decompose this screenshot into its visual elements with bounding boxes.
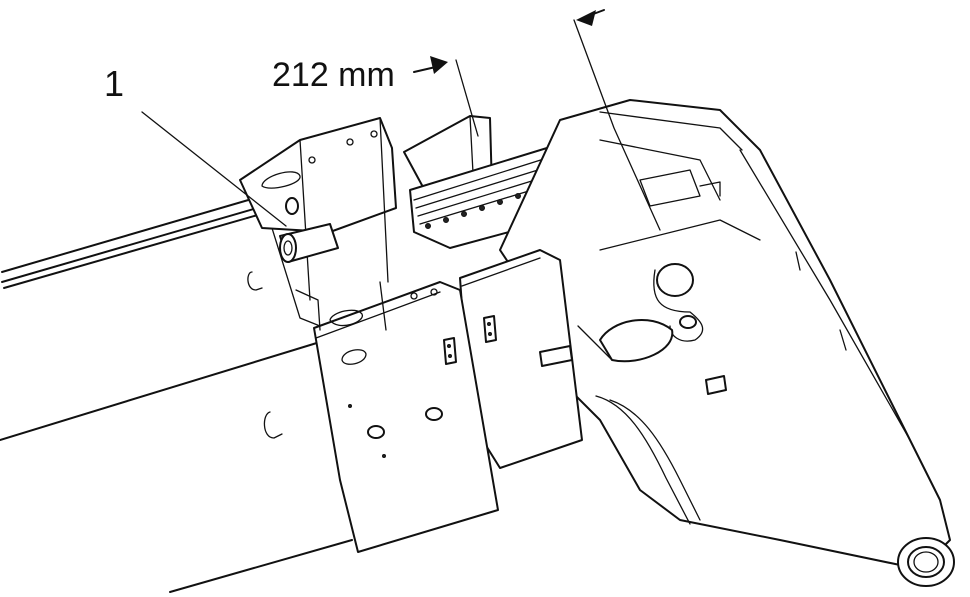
- boom-frame: [0, 195, 353, 593]
- dimension-arrow-right-icon: [576, 10, 596, 26]
- dimension-annotation: [413, 9, 661, 231]
- right-housing: [499, 99, 955, 587]
- part-callout-label: 1: [104, 63, 124, 104]
- dimension-arrow-left-icon: [430, 56, 448, 74]
- callout-1-leader: [141, 111, 287, 227]
- front-plate: [295, 281, 499, 553]
- shaft-part-1: [279, 197, 339, 263]
- dimension-label: 212 mm: [272, 56, 395, 94]
- middle-plate: [459, 249, 583, 469]
